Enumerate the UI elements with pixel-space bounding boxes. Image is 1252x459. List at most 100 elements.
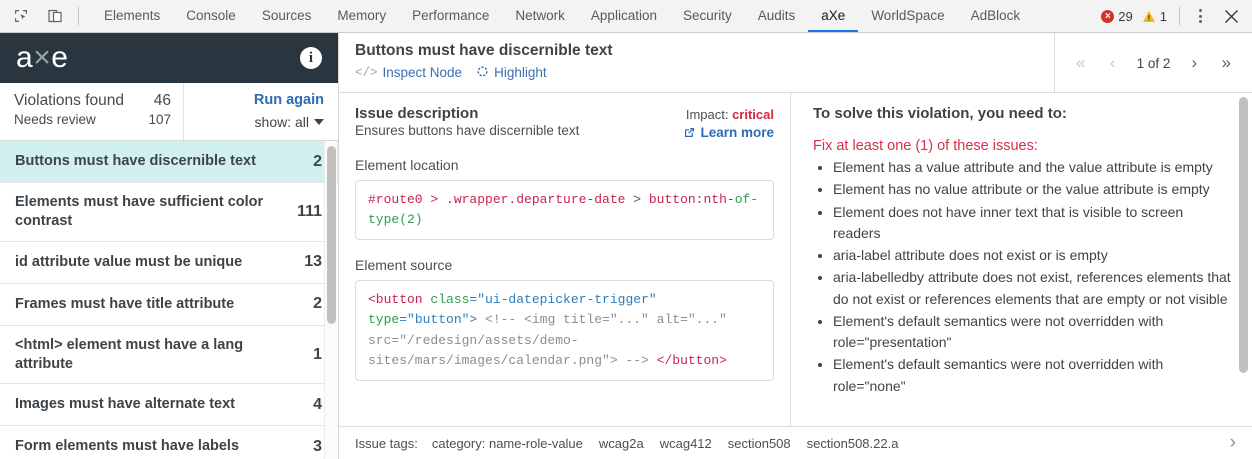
devtools-status-area: × 29 1 xyxy=(1098,0,1252,32)
warning-triangle-glyph xyxy=(1142,10,1155,22)
violation-row-color-contrast[interactable]: Elements must have sufficient color cont… xyxy=(0,183,338,242)
tab-audits[interactable]: Audits xyxy=(757,7,796,23)
more-options-icon[interactable] xyxy=(1189,3,1211,29)
external-link-glyph xyxy=(685,128,695,137)
tab-worldspace[interactable]: WorldSpace xyxy=(871,7,945,23)
chevron-down-icon xyxy=(314,119,324,125)
tab-sources[interactable]: Sources xyxy=(261,7,312,23)
close-icon[interactable] xyxy=(1218,3,1244,29)
issue-detail-header: Buttons must have discernible text </> I… xyxy=(339,33,1252,93)
device-toolbar-icon[interactable] xyxy=(42,3,68,29)
pager-next-button[interactable]: › xyxy=(1191,53,1198,72)
tab-adblock[interactable]: AdBlock xyxy=(970,7,1021,23)
issue-pager: « ‹ 1 of 2 › » xyxy=(1054,33,1252,93)
issue-description-header: Issue description Ensures buttons have d… xyxy=(355,105,774,140)
highlight-button[interactable]: Highlight xyxy=(476,65,547,81)
summary-counts: Violations found 46 Needs review 107 xyxy=(0,83,184,140)
warning-count-value: 1 xyxy=(1159,8,1167,24)
info-icon[interactable]: i xyxy=(300,47,322,69)
devtools-tab-list: Elements Console Sources Memory Performa… xyxy=(91,0,1033,32)
violation-row-form-labels[interactable]: Form elements must have labels 3 xyxy=(0,426,338,459)
pager-first-button[interactable]: « xyxy=(1075,53,1086,72)
violation-label: Buttons must have discernible text xyxy=(15,153,256,170)
tab-security[interactable]: Security xyxy=(682,7,732,23)
violation-count: 3 xyxy=(313,437,322,455)
violation-row-html-lang[interactable]: <html> element must have a lang attribut… xyxy=(0,326,338,385)
devtools-tool-icons xyxy=(0,0,91,32)
tab-application[interactable]: Application xyxy=(590,7,657,23)
pager-position-label: 1 of 2 xyxy=(1136,55,1171,71)
tab-console[interactable]: Console xyxy=(186,7,236,23)
tab-network[interactable]: Network xyxy=(515,7,565,23)
pager-last-button[interactable]: » xyxy=(1221,53,1232,72)
fix-item: Element's default semantics were not ove… xyxy=(833,354,1232,397)
issue-tag-wcag412[interactable]: wcag412 xyxy=(659,435,712,451)
fix-list: Element has a value attribute and the va… xyxy=(813,157,1232,397)
violation-label: id attribute value must be unique xyxy=(15,253,243,270)
issue-header-actions: </> Inspect Node Highlight xyxy=(355,65,1040,81)
inspect-node-label: Inspect Node xyxy=(382,65,463,81)
source-attr-class-value: ="ui-datepicker-trigger" xyxy=(469,292,657,308)
issue-tag-category[interactable]: category: name-role-value xyxy=(431,435,583,451)
fix-item: Element's default semantics were not ove… xyxy=(833,311,1232,354)
violations-list[interactable]: Buttons must have discernible text 2 Ele… xyxy=(0,141,338,459)
learn-more-link[interactable]: Learn more xyxy=(683,125,774,140)
violations-sidebar: a×e i Violations found 46 Needs review 1… xyxy=(0,33,339,459)
violation-count: 2 xyxy=(313,295,322,313)
device-toolbar-glyph xyxy=(48,9,62,23)
selector-part-3: > xyxy=(625,192,649,207)
source-attr-class: class xyxy=(422,292,470,308)
violation-row-id-unique[interactable]: id attribute value must be unique 13 xyxy=(0,242,338,284)
selector-part-1: #route0 > xyxy=(368,192,447,207)
tab-performance[interactable]: Performance xyxy=(412,7,490,23)
solution-scrollbar[interactable] xyxy=(1237,93,1250,426)
axe-logo-e: e xyxy=(51,41,68,74)
chevron-right-icon[interactable]: › xyxy=(1229,432,1236,453)
run-again-button[interactable]: Run again xyxy=(253,92,324,108)
inspect-element-glyph xyxy=(15,10,27,22)
sidebar-scrollbar[interactable] xyxy=(324,141,337,459)
tab-memory[interactable]: Memory xyxy=(337,7,387,23)
issue-tag-wcag2a[interactable]: wcag2a xyxy=(598,435,644,451)
impact-block: Impact: critical Learn m xyxy=(683,105,774,140)
element-source-code[interactable]: <button class="ui-datepicker-trigger" ty… xyxy=(355,280,774,381)
violation-row-frame-title[interactable]: Frames must have title attribute 2 xyxy=(0,284,338,326)
violation-row-image-alt[interactable]: Images must have alternate text 4 xyxy=(0,384,338,427)
show-filter-dropdown[interactable]: show: all xyxy=(255,114,324,130)
issue-tags-bar: Issue tags: category: name-role-value wc… xyxy=(339,426,1252,459)
issue-solution-column: To solve this violation, you need to: Fi… xyxy=(791,93,1252,426)
devtools-toolbar: Elements Console Sources Memory Performa… xyxy=(0,0,1252,33)
issue-tag-section508[interactable]: section508 xyxy=(727,435,791,451)
violation-count: 4 xyxy=(313,395,322,413)
issue-tags-label: Issue tags: xyxy=(355,435,418,451)
issue-tag-section508-22a[interactable]: section508.22.a xyxy=(806,435,899,451)
element-source-title: Element source xyxy=(355,257,453,274)
fix-title: Fix at least one (1) of these issues: xyxy=(813,138,1038,154)
selector-part-4: button:nth- xyxy=(648,192,735,207)
external-link-icon xyxy=(683,126,696,139)
source-attr-type-value: ="button"> xyxy=(399,312,478,328)
tab-axe[interactable]: aXe xyxy=(808,0,859,32)
fix-item: aria-label attribute does not exist or i… xyxy=(833,245,1232,266)
impact-prefix: Impact: xyxy=(685,107,729,122)
toolbar-divider xyxy=(78,7,79,25)
solve-title: To solve this violation, you need to: xyxy=(813,105,1067,122)
axe-logo: a×e xyxy=(16,41,68,74)
error-count-indicator[interactable]: × 29 xyxy=(1098,9,1135,24)
show-filter-label: show: all xyxy=(254,114,309,130)
element-location-code[interactable]: #route0 > .wrapper.departure-date > butt… xyxy=(355,180,774,241)
warning-count-indicator[interactable]: 1 xyxy=(1139,9,1170,24)
violation-row-buttons-discernible-text[interactable]: Buttons must have discernible text 2 xyxy=(0,141,338,183)
issue-detail-body: Issue description Ensures buttons have d… xyxy=(339,93,1252,426)
element-location-title: Element location xyxy=(355,157,459,173)
solution-scrollbar-thumb[interactable] xyxy=(1239,97,1248,373)
tab-elements[interactable]: Elements xyxy=(104,7,161,23)
pager-prev-button[interactable]: ‹ xyxy=(1109,53,1116,72)
issue-detail-panel: Buttons must have discernible text </> I… xyxy=(339,33,1252,459)
impact-line: Impact: critical xyxy=(683,107,774,122)
inspect-element-icon[interactable] xyxy=(8,3,34,29)
inspect-node-button[interactable]: </> Inspect Node xyxy=(355,65,462,80)
sidebar-scrollbar-thumb[interactable] xyxy=(327,146,336,324)
error-count-value: 29 xyxy=(1118,8,1133,24)
fix-item: Element does not have inner text that is… xyxy=(833,202,1232,245)
